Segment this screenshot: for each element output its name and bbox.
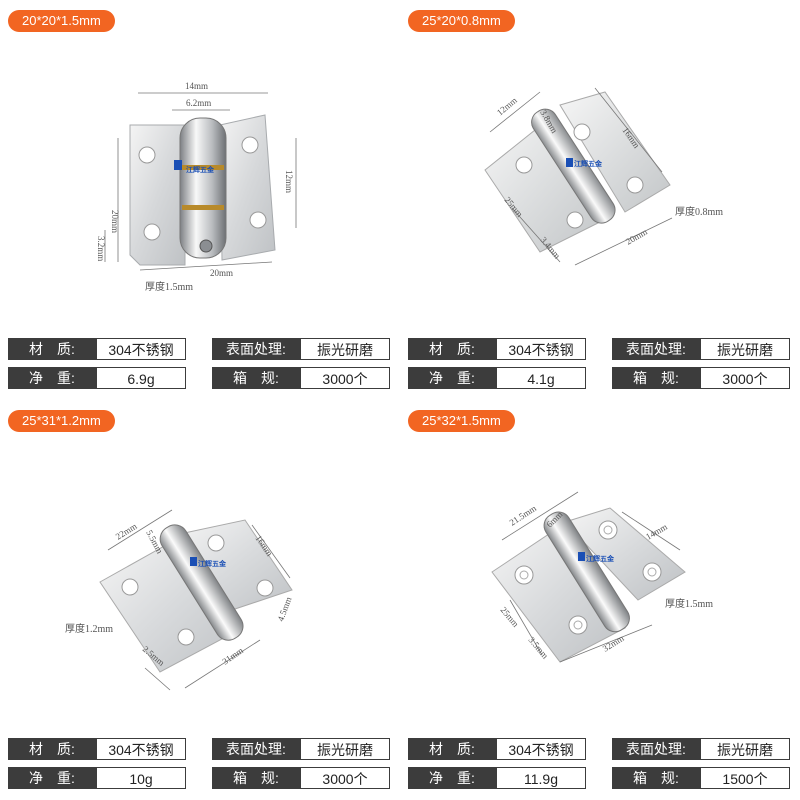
spec-row: 净 重: 4.1g 箱 规: 3000个 bbox=[408, 367, 792, 391]
svg-text:3.2mm: 3.2mm bbox=[96, 236, 106, 261]
weight-label: 净 重: bbox=[408, 767, 496, 789]
surface-label: 表面处理: bbox=[212, 338, 300, 360]
size-badge: 25*31*1.2mm bbox=[8, 410, 115, 432]
screw-hole bbox=[256, 579, 274, 597]
svg-text:6.2mm: 6.2mm bbox=[186, 98, 211, 108]
surface-label: 表面处理: bbox=[612, 738, 700, 760]
screw-hole bbox=[121, 578, 139, 596]
svg-text:25mm: 25mm bbox=[498, 605, 520, 629]
box-label: 箱 规: bbox=[612, 767, 700, 789]
hinge-barrel bbox=[531, 108, 616, 224]
surface-label: 表面处理: bbox=[612, 338, 700, 360]
screw-hole bbox=[515, 156, 533, 174]
brand-logo: 江辉五金 bbox=[586, 554, 615, 563]
material-label: 材 质: bbox=[408, 338, 496, 360]
weight-label: 净 重: bbox=[408, 367, 496, 389]
screw-hole bbox=[566, 211, 584, 229]
spec-row: 材 质: 304不锈钢 表面处理: 振光研磨 bbox=[408, 338, 792, 362]
weight-label: 净 重: bbox=[8, 767, 96, 789]
screw-hole bbox=[143, 223, 161, 241]
spec-row: 材 质: 304不锈钢 表面处理: 振光研磨 bbox=[408, 738, 792, 762]
hinge-drawing: 江辉五金 22mm 5.5mm 16mm 4.5mm 2.5mm 31mm 厚度… bbox=[65, 509, 294, 691]
surface-value: 振光研磨 bbox=[700, 338, 790, 360]
spec-row: 净 重: 6.9g 箱 规: 3000个 bbox=[8, 367, 392, 391]
svg-text:14mm: 14mm bbox=[644, 522, 669, 542]
svg-text:4.5mm: 4.5mm bbox=[275, 596, 293, 623]
product-card-4: 25*32*1.5mm 江辉五金 21.5mm 6mm 14mm bbox=[400, 400, 800, 800]
surface-label: 表面处理: bbox=[212, 738, 300, 760]
product-card-3: 25*31*1.2mm 江辉五金 22mm 5.5mm 16mm 4.5mm 2… bbox=[0, 400, 400, 800]
hinge-drawing: 江辉五金 21.5mm 6mm 14mm 25mm 3.5mm 32mm 厚度1… bbox=[491, 491, 713, 663]
spec-row: 净 重: 11.9g 箱 规: 1500个 bbox=[408, 767, 792, 791]
weight-value: 4.1g bbox=[496, 367, 586, 389]
box-label: 箱 规: bbox=[212, 767, 300, 789]
spec-row: 材 质: 304不锈钢 表面处理: 振光研磨 bbox=[8, 738, 392, 762]
screw-hole bbox=[207, 534, 225, 552]
material-label: 材 质: bbox=[8, 738, 96, 760]
svg-text:12mm: 12mm bbox=[284, 170, 294, 193]
hinge-barrel bbox=[159, 524, 244, 641]
material-label: 材 质: bbox=[408, 738, 496, 760]
product-card-2: 25*20*0.8mm 江辉五金 12mm 3.8mm 16mm 25mm 3.… bbox=[400, 0, 800, 400]
product-card-1: 20*20*1.5mm 江辉五金 14mm 6. bbox=[0, 0, 400, 400]
weight-value: 6.9g bbox=[96, 367, 186, 389]
material-value: 304不锈钢 bbox=[496, 738, 586, 760]
size-badge: 25*32*1.5mm bbox=[408, 410, 515, 432]
material-value: 304不锈钢 bbox=[96, 338, 186, 360]
svg-text:20mm: 20mm bbox=[110, 210, 120, 233]
spec-row: 净 重: 10g 箱 规: 3000个 bbox=[8, 767, 392, 791]
weight-value: 10g bbox=[96, 767, 186, 789]
material-label: 材 质: bbox=[8, 338, 96, 360]
size-badge: 25*20*0.8mm bbox=[408, 10, 515, 32]
brand-logo: 江辉五金 bbox=[186, 165, 215, 174]
hinge-barrel bbox=[543, 511, 630, 633]
box-value: 1500个 bbox=[700, 767, 790, 789]
screw-hole bbox=[514, 565, 534, 585]
svg-text:厚度1.5mm: 厚度1.5mm bbox=[145, 280, 193, 293]
svg-text:20mm: 20mm bbox=[210, 268, 233, 278]
svg-text:12mm: 12mm bbox=[495, 95, 519, 117]
weight-value: 11.9g bbox=[496, 767, 586, 789]
surface-value: 振光研磨 bbox=[300, 738, 390, 760]
screw-hole bbox=[642, 562, 662, 582]
svg-text:厚度0.8mm: 厚度0.8mm bbox=[675, 205, 723, 218]
svg-text:厚度1.2mm: 厚度1.2mm bbox=[65, 622, 113, 635]
box-label: 箱 规: bbox=[612, 367, 700, 389]
spec-table: 材 质: 304不锈钢 表面处理: 振光研磨 净 重: 6.9g 箱 规: 30… bbox=[8, 338, 392, 396]
box-value: 3000个 bbox=[300, 367, 390, 389]
hinge-drawing: 江辉五金 12mm 3.8mm 16mm 25mm 3.4mm 20mm 厚度0… bbox=[484, 87, 723, 266]
surface-value: 振光研磨 bbox=[300, 338, 390, 360]
hinge-drawing: 江辉五金 14mm 6.2mm 20mm 12mm 3.2mm 20mm 厚度1… bbox=[96, 81, 297, 293]
surface-value: 振光研磨 bbox=[700, 738, 790, 760]
hinge-leaf-left bbox=[129, 124, 186, 266]
brand-logo: 江辉五金 bbox=[574, 159, 603, 168]
screw-hole bbox=[241, 136, 259, 154]
spec-table: 材 质: 304不锈钢 表面处理: 振光研磨 净 重: 11.9g 箱 规: 1… bbox=[408, 738, 792, 796]
spec-table: 材 质: 304不锈钢 表面处理: 振光研磨 净 重: 10g 箱 规: 300… bbox=[8, 738, 392, 796]
size-badge: 20*20*1.5mm bbox=[8, 10, 115, 32]
svg-text:31mm: 31mm bbox=[220, 645, 245, 666]
spec-table: 材 质: 304不锈钢 表面处理: 振光研磨 净 重: 4.1g 箱 规: 30… bbox=[408, 338, 792, 396]
svg-text:20mm: 20mm bbox=[624, 227, 649, 247]
brand-logo: 江辉五金 bbox=[198, 559, 227, 568]
screw-hole bbox=[138, 146, 156, 164]
box-label: 箱 规: bbox=[212, 367, 300, 389]
screw-hole bbox=[568, 615, 588, 635]
svg-text:21.5mm: 21.5mm bbox=[508, 503, 538, 528]
svg-text:厚度1.5mm: 厚度1.5mm bbox=[665, 597, 713, 610]
screw-hole bbox=[626, 176, 644, 194]
material-value: 304不锈钢 bbox=[96, 738, 186, 760]
spec-row: 材 质: 304不锈钢 表面处理: 振光研磨 bbox=[8, 338, 392, 362]
screw-hole bbox=[249, 211, 267, 229]
screw-hole bbox=[177, 628, 195, 646]
box-value: 3000个 bbox=[700, 367, 790, 389]
screw-hole bbox=[573, 123, 591, 141]
hinge-leaf-right bbox=[219, 114, 276, 261]
material-value: 304不锈钢 bbox=[496, 338, 586, 360]
svg-text:14mm: 14mm bbox=[185, 81, 208, 91]
weight-label: 净 重: bbox=[8, 367, 96, 389]
screw-hole bbox=[598, 520, 618, 540]
box-value: 3000个 bbox=[300, 767, 390, 789]
hinge-barrel bbox=[179, 117, 227, 259]
